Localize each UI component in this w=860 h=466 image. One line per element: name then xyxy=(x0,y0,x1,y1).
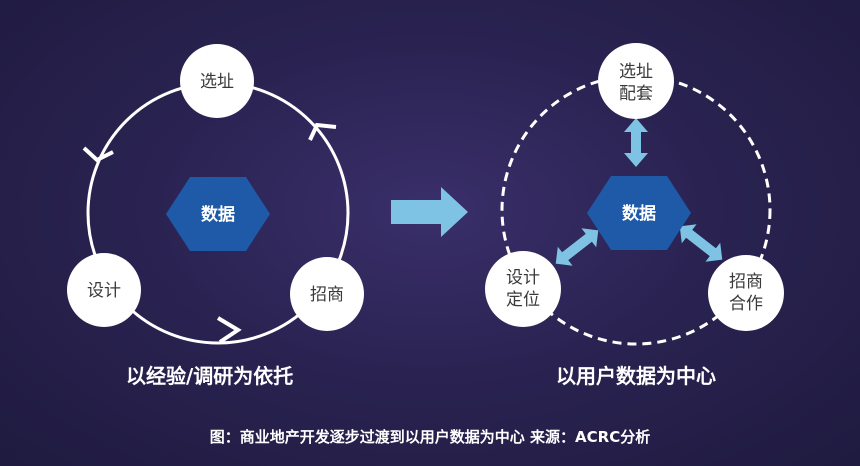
right-cycle: 数据 选址 配套 设计 定位 招商 合作 xyxy=(485,43,784,346)
left-node-leasing-label: 招商 xyxy=(310,285,344,305)
left-node-leasing xyxy=(290,257,364,331)
left-caption: 以经验/调研为依托 xyxy=(126,364,294,388)
left-node-design xyxy=(67,253,141,327)
arrow-data-to-site xyxy=(624,118,648,167)
left-data-hexagon xyxy=(166,177,270,251)
left-node-site xyxy=(180,44,254,118)
right-node-design xyxy=(485,251,561,327)
cycle-arrow-bottom xyxy=(216,316,242,344)
arrow-data-to-leasing xyxy=(679,224,723,262)
right-caption: 以用户数据为中心 xyxy=(556,364,716,388)
right-node-site-line1: 选址 xyxy=(619,62,653,82)
right-hexagon-label: 数据 xyxy=(622,203,656,224)
transition-arrow xyxy=(391,187,468,237)
figure-footer: 图：商业地产开发逐步过渡到以用户数据为中心 来源：ACRC分析 xyxy=(209,428,651,446)
left-cycle: 数据 选址 设计 招商 xyxy=(67,44,364,345)
cycle-arrow-top-right xyxy=(308,122,337,141)
left-hexagon-label: 数据 xyxy=(201,204,235,225)
right-node-site-line2: 配套 xyxy=(619,84,653,104)
right-node-leasing-line1: 招商 xyxy=(729,272,763,292)
right-node-leasing xyxy=(708,255,784,331)
right-data-hexagon xyxy=(587,176,691,250)
right-node-site xyxy=(598,43,674,119)
arrow-data-to-design xyxy=(555,228,599,266)
cycle-arrow-left xyxy=(82,146,114,163)
right-node-design-line2: 定位 xyxy=(506,290,540,310)
right-node-leasing-line2: 合作 xyxy=(729,294,763,314)
left-node-site-label: 选址 xyxy=(200,72,234,92)
right-node-design-line1: 设计 xyxy=(506,268,540,288)
left-node-design-label: 设计 xyxy=(87,281,121,301)
